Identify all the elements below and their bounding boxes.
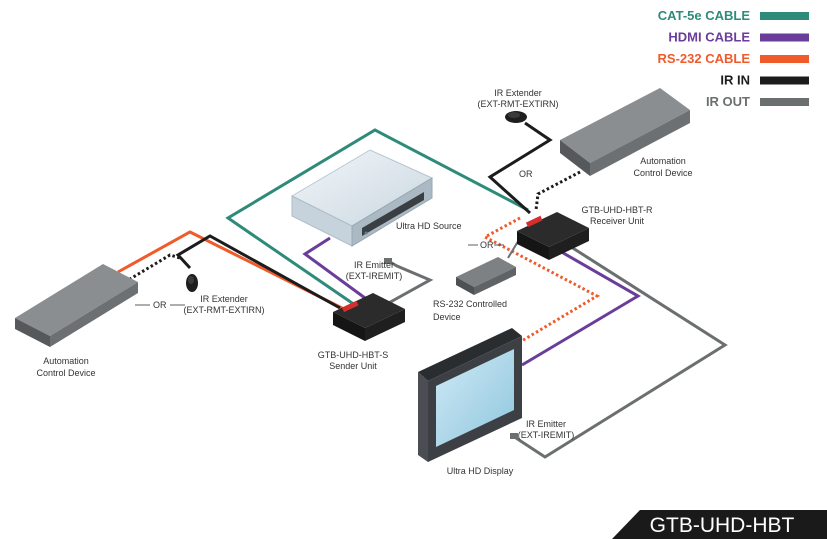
- ultra-hd-source-label: Ultra HD Source: [396, 221, 462, 231]
- cable-legend: CAT-5e CABLE HDMI CABLE RS-232 CABLE IR IN I…: [658, 8, 809, 109]
- ir-extender-top-model: (EXT-RMT-EXTIRN): [478, 99, 559, 109]
- rs232-dotted-receiver-display: [481, 216, 601, 344]
- receiver-unit-sublabel: Receiver Unit: [590, 216, 645, 226]
- ir-emitter-display-model: (EXT-IREMIT): [518, 430, 575, 440]
- ir-out-cable-sender: [384, 260, 434, 307]
- ir-emitter-mid-model: (EXT-IREMIT): [346, 271, 403, 281]
- legend-swatch-1: [760, 33, 809, 42]
- ir-extender-left: [186, 274, 198, 292]
- ir-extender-top-label: IR Extender: [494, 88, 542, 98]
- ir-emitter-mid-label: IR Emitter: [354, 260, 394, 270]
- or-left-label: OR: [153, 300, 167, 310]
- cables: [117, 121, 728, 459]
- sender-brand-badge: [341, 300, 359, 313]
- legend-label-2: RS-232 CABLE: [658, 51, 751, 66]
- automation-right-label-1: Automation: [640, 156, 686, 166]
- rs232-device-label-1: RS-232 Controlled: [433, 299, 507, 309]
- cat5e-cable: [225, 128, 529, 307]
- model-banner: GTB-UHD-HBT: [612, 510, 827, 539]
- ir-out-cable-receiver: [515, 243, 728, 459]
- sender-unit: [333, 293, 405, 341]
- ir-extender-left-label: IR Extender: [200, 294, 248, 304]
- legend-label-0: CAT-5e CABLE: [658, 8, 751, 23]
- ir-in-dotted-left: [124, 253, 181, 284]
- receiver-unit-label: GTB-UHD-HBT-R: [582, 205, 653, 215]
- ir-emitter-display: [510, 433, 518, 439]
- ultra-hd-source: [290, 149, 434, 247]
- legend-swatch-4: [760, 98, 809, 106]
- sender-unit-label: GTB-UHD-HBT-S: [318, 350, 389, 360]
- ultra-hd-display-label: Ultra HD Display: [447, 466, 514, 476]
- ir-in-dotted-top: [534, 170, 581, 211]
- ir-extender-top: [505, 111, 527, 123]
- legend-label-3: IR IN: [720, 73, 750, 88]
- hdmi-cable-receiver-display: [521, 248, 641, 367]
- automation-left-label-1: Automation: [43, 356, 89, 366]
- hdmi-cable-source-sender: [302, 236, 366, 300]
- legend-label-1: HDMI CABLE: [668, 30, 750, 45]
- sender-unit-sublabel: Sender Unit: [329, 361, 377, 371]
- or-top-label: OR: [519, 169, 533, 179]
- rs232-controlled-device: [456, 257, 516, 295]
- automation-right-label-2: Control Device: [633, 168, 692, 178]
- ir-extender-left-model: (EXT-RMT-EXTIRN): [184, 305, 265, 315]
- legend-swatch-3: [760, 76, 809, 85]
- ultra-hd-display: [418, 328, 522, 462]
- ir-in-cable-left: [175, 234, 341, 310]
- ir-emitter-display-label: IR Emitter: [526, 419, 566, 429]
- automation-left-label-2: Control Device: [36, 368, 95, 378]
- receiver-unit: [517, 212, 589, 260]
- legend-label-4: IR OUT: [706, 94, 750, 109]
- automation-control-device-left: [15, 264, 138, 347]
- receiver-brand-badge: [525, 215, 543, 228]
- ir-emitter-source: [384, 258, 392, 264]
- automation-control-device-right: [560, 88, 690, 176]
- labels: IR Extender (EXT-RMT-EXTIRN) Automation …: [36, 88, 692, 476]
- legend-swatch-0: [760, 12, 809, 20]
- display-screen: [436, 349, 514, 447]
- rs232-device-label-2: Device: [433, 312, 461, 322]
- ir-in-cable-top: [487, 121, 553, 215]
- or-rs232-label: OR: [480, 240, 494, 250]
- legend-swatch-2: [760, 55, 809, 63]
- model-title: GTB-UHD-HBT: [650, 514, 795, 537]
